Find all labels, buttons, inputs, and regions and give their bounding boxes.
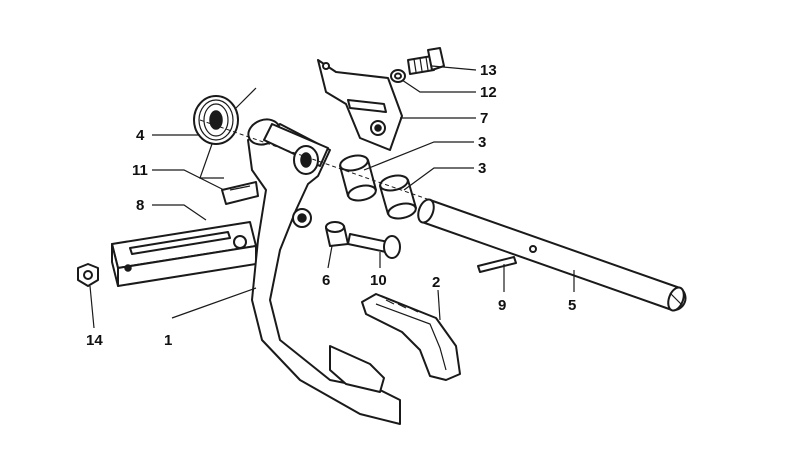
callout-2: 2 (432, 274, 440, 291)
assembly-axis-line (199, 119, 431, 201)
callout-9: 9 (498, 297, 506, 314)
part-link-bar (111, 221, 257, 287)
callout-1: 1 (164, 332, 172, 349)
part-pedal-pad (361, 293, 461, 381)
part-nut (77, 263, 99, 287)
part-shaft (417, 198, 687, 312)
part-pedal-lever (247, 118, 401, 425)
part-bushing-b (379, 174, 417, 220)
callout-13: 13 (480, 62, 497, 79)
callout-3a: 3 (478, 134, 486, 151)
callout-12: 12 (480, 84, 497, 101)
callout-14: 14 (86, 332, 103, 349)
part-bracket (317, 59, 403, 151)
leader-lines (89, 65, 575, 329)
part-pin (477, 256, 517, 273)
callout-3b: 3 (478, 160, 486, 177)
part-washer (390, 69, 406, 83)
part-bolt (407, 47, 445, 75)
callout-7: 7 (480, 110, 488, 127)
part-spring (193, 87, 257, 179)
callout-11: 11 (132, 162, 148, 179)
callout-4: 4 (136, 127, 145, 144)
part-bushing-a (339, 154, 377, 202)
callout-6: 6 (322, 272, 330, 289)
callout-5: 5 (568, 297, 576, 314)
part-pivot-bolt (347, 233, 401, 259)
part-clip (221, 181, 259, 205)
callout-labels: 1 2 3 3 4 5 6 7 8 9 10 11 12 13 14 (86, 62, 576, 349)
part-sleeve (325, 221, 349, 247)
callout-10: 10 (370, 272, 387, 289)
callout-8: 8 (136, 197, 144, 214)
